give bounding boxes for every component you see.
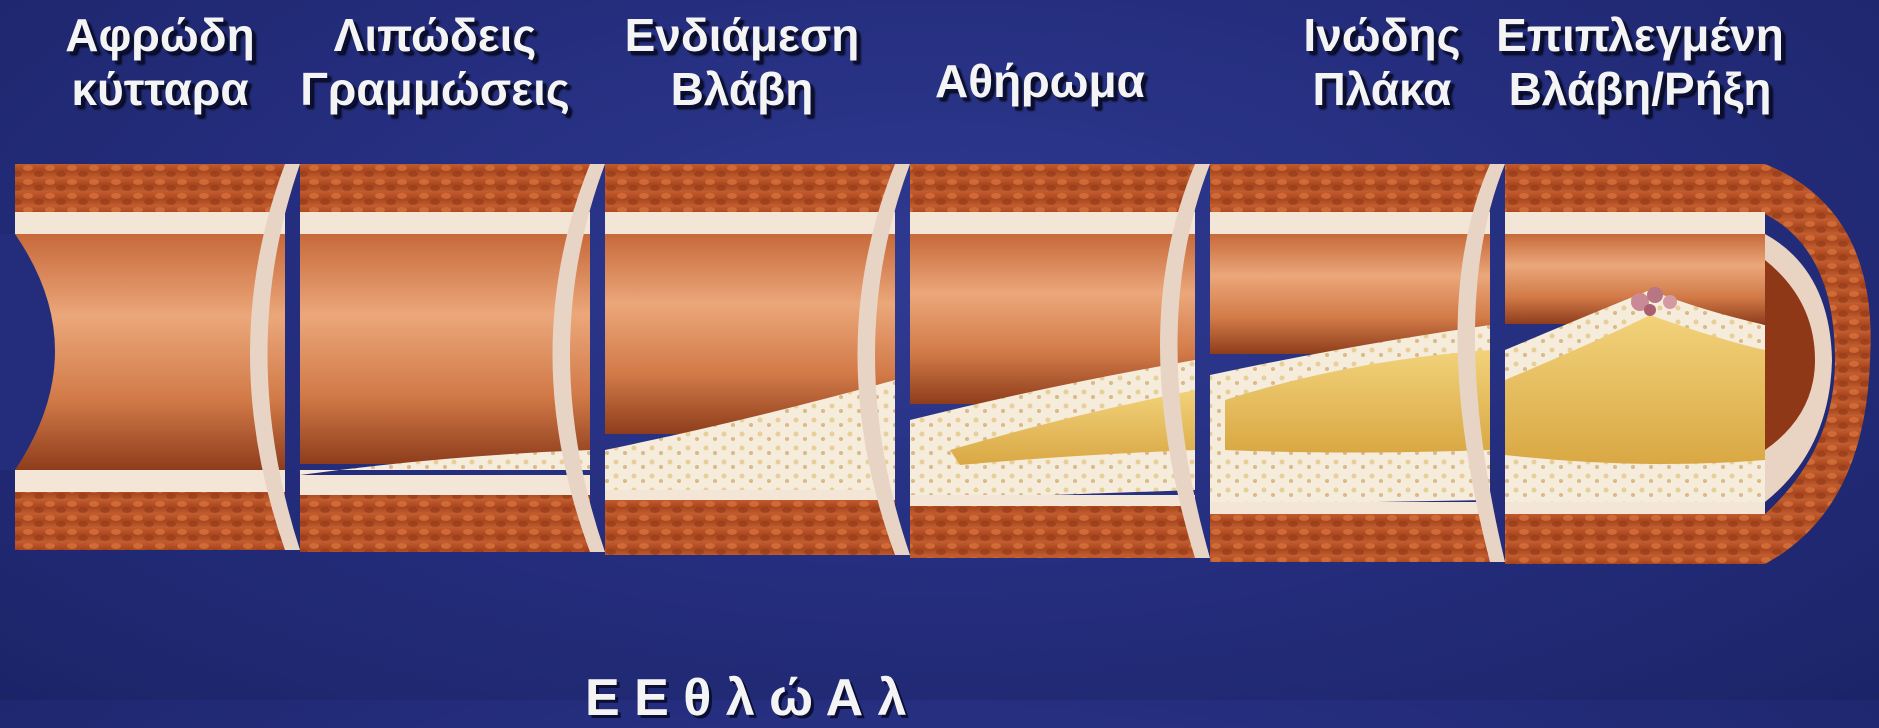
stage-label-line1: Επιπλεγμένη xyxy=(1496,8,1784,62)
stage-label-complicated-lesion: Επιπλεγμένη Βλάβη/Ρήξη xyxy=(1496,8,1784,116)
bottom-caption: Ε Ε θ λ ώ Α λ xyxy=(585,668,907,728)
segment-complicated-lesion xyxy=(1505,164,1871,564)
segment-atheroma xyxy=(910,164,1210,558)
segment-foam-cells xyxy=(0,164,300,550)
stage-label-line2: Γραμμώσεις xyxy=(300,62,570,116)
segment-intermediate-lesion xyxy=(605,164,910,555)
stage-label-line1: Ινώδης xyxy=(1303,8,1460,62)
stage-label-line2: Βλάβη/Ρήξη xyxy=(1496,62,1784,116)
stage-label-line1: Λιπώδεις xyxy=(300,8,570,62)
stage-label-line1: Ενδιάμεση xyxy=(625,8,860,62)
stage-label-line2: Πλάκα xyxy=(1303,62,1460,116)
segment-fatty-streaks xyxy=(300,164,605,552)
stage-label-line1: Αφρώδη xyxy=(65,8,254,62)
segment-fibrous-plaque xyxy=(1210,164,1505,562)
stage-label-atheroma: Αθήρωμα xyxy=(935,54,1145,108)
stage-label-line1: Αθήρωμα xyxy=(935,54,1145,108)
stage-label-fatty-streaks: Λιπώδεις Γραμμώσεις xyxy=(300,8,570,116)
artery-progression-illustration xyxy=(0,150,1879,690)
stage-label-line2: Βλάβη xyxy=(625,62,860,116)
stage-label-fibrous-plaque: Ινώδης Πλάκα xyxy=(1303,8,1460,116)
stage-label-intermediate-lesion: Ενδιάμεση Βλάβη xyxy=(625,8,860,116)
stage-label-foam-cells: Αφρώδη κύτταρα xyxy=(65,8,254,116)
stage-label-line2: κύτταρα xyxy=(65,62,254,116)
